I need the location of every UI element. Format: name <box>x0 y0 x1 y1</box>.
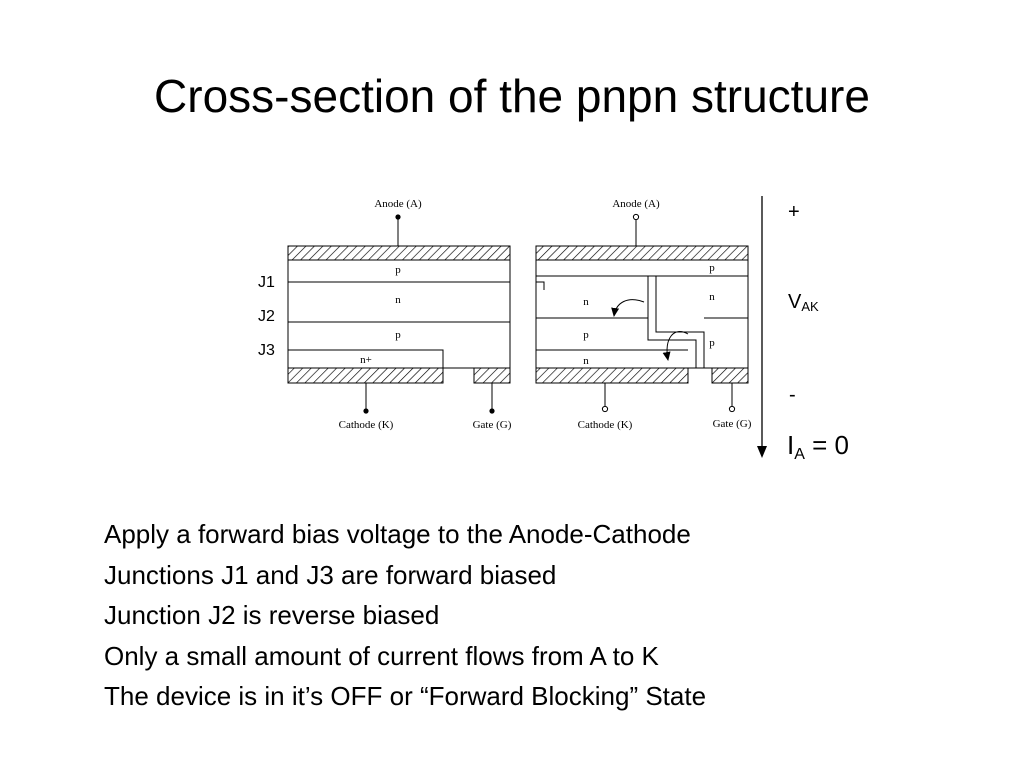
right-device: Anode (A) p n p n n p <box>535 198 752 431</box>
explanation-line: Only a small amount of current flows fro… <box>104 640 659 671</box>
right-anode-terminal <box>632 213 640 221</box>
left-device: Anode (A) p n p n+ Cathode (K) Gate (G) <box>287 198 512 431</box>
vak-arrow-head <box>757 446 767 458</box>
ia-subscript: A <box>794 446 805 463</box>
left-layer-n1-label: n <box>395 294 401 306</box>
vak-subscript: AK <box>801 299 819 314</box>
left-layer-p1-label: p <box>395 264 401 276</box>
left-gate-label: Gate (G) <box>473 419 512 431</box>
left-layer-p2-label: p <box>395 329 401 341</box>
explanation-line: Apply a forward bias voltage to the Anod… <box>104 519 691 549</box>
left-anode-metal <box>287 245 511 261</box>
vak-label: VAK <box>788 290 819 319</box>
right-cathode-metal <box>535 367 689 384</box>
vak-symbol: V <box>788 291 802 313</box>
right-gate-metal <box>711 367 749 384</box>
left-cathode-label: Cathode (K) <box>339 419 394 431</box>
slide-title: Cross-section of the pnpn structure <box>154 70 870 122</box>
right-right-layer-n1-label: n <box>709 291 715 303</box>
junction-j2-label: J2 <box>258 308 275 325</box>
vak-minus-sign: - <box>789 384 796 406</box>
explanation-line: Junction J2 is reverse biased <box>104 600 440 630</box>
vak-plus-sign: + <box>788 201 800 223</box>
right-gate-label: Gate (G) <box>713 418 752 430</box>
right-current-arrow-upper <box>611 299 645 317</box>
right-anode-label: Anode (A) <box>612 198 660 210</box>
right-current-path-outer <box>536 281 545 290</box>
explanation-line: The device is in it’s OFF or “Forward Bl… <box>104 681 707 711</box>
junction-j1-label: J1 <box>258 274 275 291</box>
explanation-list: Apply a forward bias voltage to the Anod… <box>104 514 706 717</box>
left-cathode-metal <box>287 367 444 384</box>
explanation-line: Junctions J1 and J3 are forward biased <box>104 559 557 590</box>
right-gate-terminal <box>728 405 736 413</box>
left-cathode-terminal <box>363 408 369 414</box>
right-left-layer-p1-label: p <box>709 262 715 274</box>
left-layer-n2-label: n+ <box>360 354 372 366</box>
anode-current-label: IA = 0 <box>787 430 849 470</box>
right-current-arrow-lower <box>662 331 689 361</box>
right-anode-metal <box>535 245 749 261</box>
right-left-layer-n2-label: n <box>583 355 589 367</box>
ia-value: = 0 <box>812 430 850 460</box>
right-column-split-inner <box>655 276 705 368</box>
ia-symbol: I <box>787 430 795 460</box>
left-gate-metal <box>473 367 511 384</box>
right-left-layer-n1-label: n <box>583 296 589 308</box>
left-gate-terminal <box>489 408 495 414</box>
right-column-split <box>647 276 697 368</box>
right-cathode-terminal <box>601 405 609 413</box>
left-anode-label: Anode (A) <box>374 198 422 210</box>
junction-j3-label: J3 <box>258 342 275 359</box>
right-right-layer-p2-label: p <box>709 337 715 349</box>
right-left-layer-p2-label: p <box>583 329 589 341</box>
right-cathode-label: Cathode (K) <box>578 419 633 431</box>
